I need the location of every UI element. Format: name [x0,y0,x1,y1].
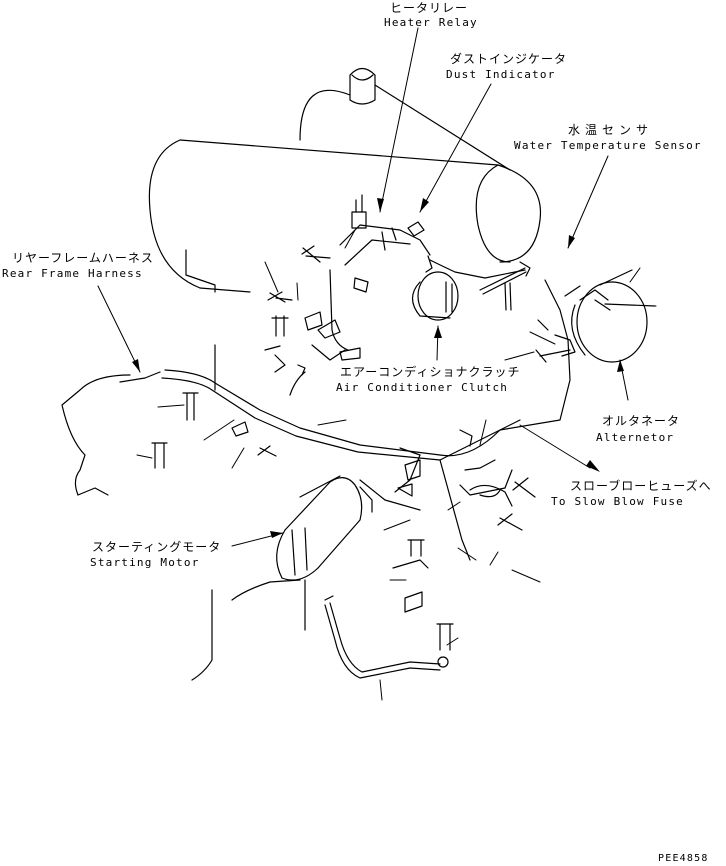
rear-frame-harness-label-en: Rear Frame Harness [2,267,143,280]
battery-cable [325,596,440,678]
ac-clutch-label-jp: エアーコンディショナクラッチ [340,365,521,379]
alternator-label-jp: オルタネータ [602,414,681,428]
starting-motor [277,476,372,580]
water-temp-sensor-label-en: Water Temperature Sensor [514,139,702,152]
ac-clutch-label-en: Air Conditioner Clutch [336,381,509,394]
main-harness [120,260,570,560]
dust-indicator-label-jp: ダストインジケータ [450,52,568,66]
frame-outlines [62,375,512,680]
bolts [152,246,570,667]
alternator [565,270,655,362]
arrowheads [132,198,624,538]
drawing-code: PEE4858 [658,853,709,864]
air-cleaner-tank [149,69,540,293]
alternator-label-en: Alternetor [596,431,675,444]
slow-blow-fuse-label-jp: スローブローヒューズへ [570,479,712,493]
heater-relay [340,195,430,265]
heater-relay-label-en: Heater Relay [384,16,478,29]
starting-motor-label-jp: スターティングモータ [92,540,222,554]
heater-relay-label-jp: ヒータリレー [390,1,469,15]
ac-clutch [413,256,459,320]
temp-sensor-rod [480,262,530,310]
starting-motor-label-en: Starting Motor [90,556,200,569]
dust-indicator-label-en: Dust Indicator [446,68,556,81]
slow-blow-fuse-label-en: To Slow Blow Fuse [551,495,684,508]
rear-frame-harness-label-jp: リヤーフレームハーネス [12,251,154,265]
brackets [232,278,575,612]
water-temp-sensor-label-jp: 水温センサ [568,123,654,137]
